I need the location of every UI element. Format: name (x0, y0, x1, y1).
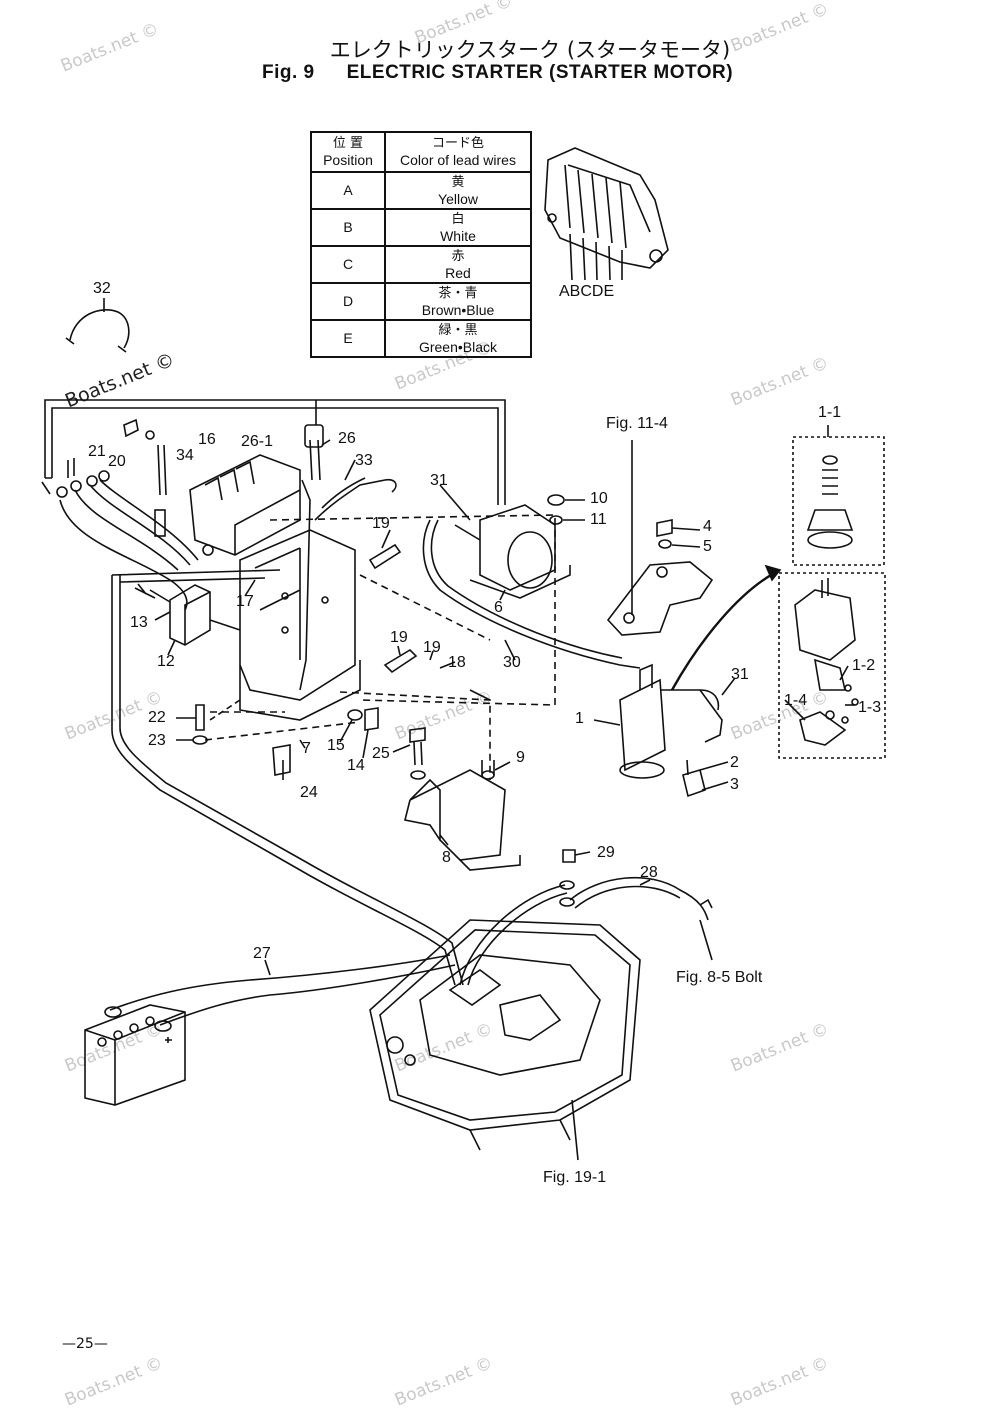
part-label: 33 (355, 452, 373, 469)
fig-reference: Fig. 8-5 Bolt (676, 969, 763, 986)
part-label: 16 (198, 431, 216, 448)
part-label: 2 (730, 754, 739, 771)
part-label: 1 (575, 710, 584, 727)
part-label: 18 (448, 654, 466, 671)
figure-title: Fig. 9 ELECTRIC STARTER (STARTER MOTOR) (262, 62, 733, 84)
part-label: 34 (176, 447, 194, 464)
table-header-row: 位 置 Position コード色 Color of lead wires (310, 131, 532, 173)
connector-pin-labels: ABCDE (559, 283, 614, 300)
starter-motor-1-drawing (619, 663, 723, 779)
position-cell: C (310, 245, 386, 284)
starter-relay-6-drawing (454, 504, 571, 599)
position-cell: B (310, 208, 386, 247)
battery-drawing (84, 1004, 186, 1106)
part-label: 1-1 (818, 404, 841, 421)
part-label: 6 (494, 599, 503, 616)
part-label: 9 (516, 749, 525, 766)
part-label: 20 (108, 453, 126, 470)
part-label: 1-4 (784, 692, 807, 709)
part-label: 26-1 (241, 433, 273, 450)
part-label: 7 (302, 740, 311, 757)
part-label: 3 (730, 776, 739, 793)
part-label: 23 (148, 732, 166, 749)
fig-reference: Fig. 11-4 (606, 415, 668, 432)
position-cell: E (310, 319, 386, 358)
lead-wire-table: 位 置 Position コード色 Color of lead wires A … (310, 131, 532, 358)
part-label: 14 (347, 757, 365, 774)
part-label: 26 (338, 430, 356, 447)
part-label: 21 (88, 443, 106, 460)
fig-reference: Fig. 19-1 (543, 1169, 606, 1186)
part-label: 4 (703, 518, 712, 535)
part-label: 32 (93, 280, 111, 297)
color-header: コード色 Color of lead wires (384, 131, 532, 173)
part-label: 1-3 (858, 699, 881, 716)
position-cell: A (310, 171, 386, 210)
bracket-8-drawing (404, 760, 521, 871)
part-label: 19 (372, 515, 390, 532)
rectifier-connector-drawing (544, 147, 669, 281)
part-label: 17 (236, 593, 254, 610)
figure-title-english: ELECTRIC STARTER (STARTER MOTOR) (346, 62, 734, 83)
part-label: 28 (640, 864, 658, 881)
part-label: 15 (327, 737, 345, 754)
part-label: 22 (148, 709, 166, 726)
part-label: 25 (372, 745, 390, 762)
regulator-16-drawing (189, 454, 301, 556)
engine-base-drawing (369, 919, 641, 1151)
part-label: 27 (253, 945, 271, 962)
part-label: 29 (597, 844, 615, 861)
part-label: 1-2 (852, 657, 875, 674)
page-number: —25— (62, 1336, 108, 1352)
position-header: 位 置 Position (310, 131, 386, 173)
pinion-detail-box (792, 436, 885, 566)
part-label: 24 (300, 784, 318, 801)
part-label: 30 (503, 654, 521, 671)
part-label: 10 (590, 490, 608, 507)
part-label: 31 (731, 666, 749, 683)
part-label: 11 (590, 511, 607, 528)
part-label: 5 (703, 538, 712, 555)
title-japanese: エレクトリックスターク (スタータモータ) (329, 38, 731, 62)
part-label: 19 (423, 639, 441, 656)
figure-number: Fig. 9 (262, 62, 315, 83)
part-label: 19 (390, 629, 408, 646)
rectifier-12-drawing (149, 584, 241, 646)
cable-clip-32 (65, 298, 130, 353)
part-label: 8 (442, 849, 451, 866)
motor-detail-box (778, 572, 886, 759)
position-cell: D (310, 282, 386, 321)
part-label: 13 (130, 614, 148, 631)
part-label: 31 (430, 472, 448, 489)
part-label: 12 (157, 653, 175, 670)
